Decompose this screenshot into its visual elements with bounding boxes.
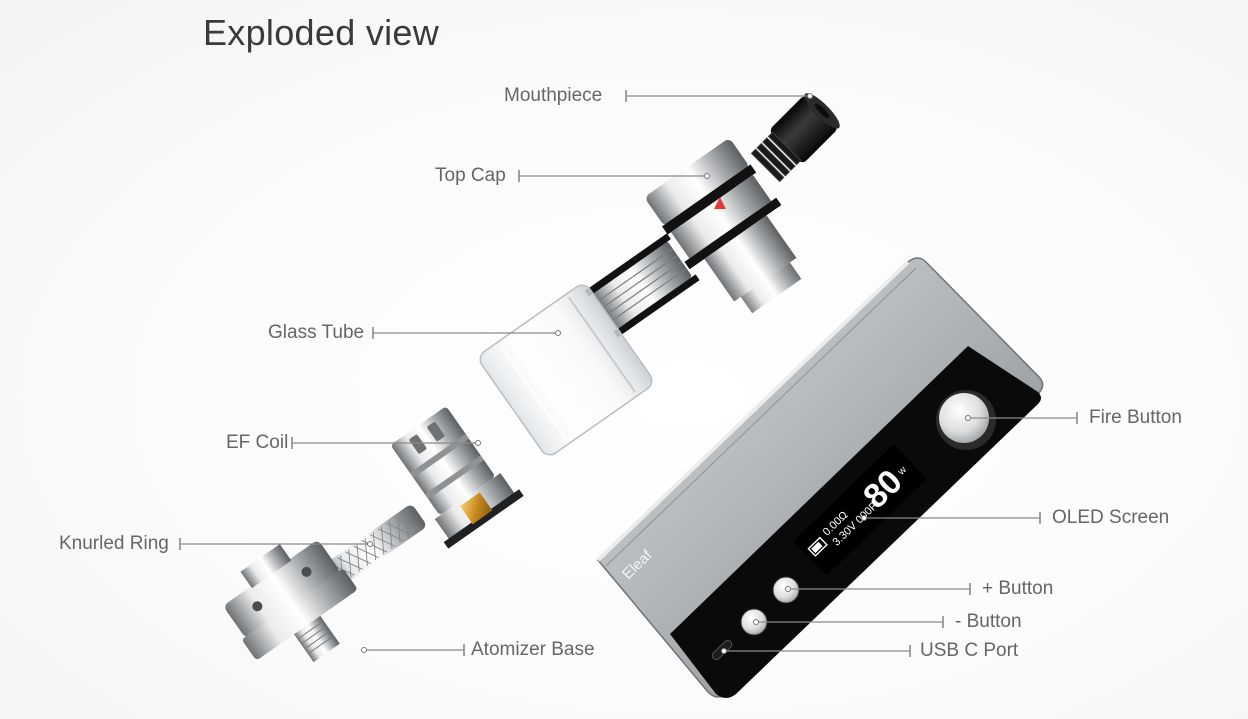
leader-lines (179, 90, 1078, 657)
label-usb-c-port: USB C Port (920, 640, 1019, 661)
ef-coil-part (392, 407, 524, 549)
glass-tube-part (479, 284, 653, 456)
label-glass-tube: Glass Tube (268, 322, 365, 343)
label-ef-coil: EF Coil (226, 432, 289, 453)
label-plus-button: + Button (982, 578, 1054, 599)
label-top-cap: Top Cap (435, 165, 506, 186)
mouthpiece-part (750, 93, 840, 183)
oled-screen-part: 0.00Ω 3.30V 000P 80 w (794, 445, 926, 575)
label-fire-button: Fire Button (1089, 407, 1182, 428)
label-knurled-ring: Knurled Ring (59, 533, 169, 554)
page-title: Exploded view (203, 12, 440, 53)
threaded-ring-part (584, 233, 700, 338)
atomizer-base-part (225, 541, 357, 663)
label-mouthpiece: Mouthpiece (504, 85, 603, 106)
label-oled-screen: OLED Screen (1052, 507, 1170, 528)
label-minus-button: - Button (955, 611, 1022, 632)
label-atomizer-base: Atomizer Base (471, 639, 595, 660)
top-cap-part (646, 140, 802, 314)
